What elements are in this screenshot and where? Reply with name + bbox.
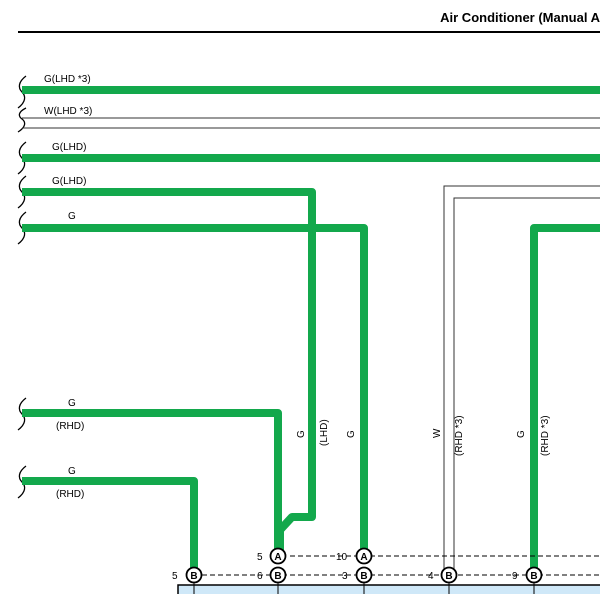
wire-g-rhd-upper — [22, 409, 282, 558]
vlabel-g-rhd-sub: (RHD *3) — [540, 415, 551, 456]
connector-b-circle-3 — [355, 566, 373, 584]
wire-break-marks — [17, 75, 27, 499]
pin-a-10: 10 — [336, 552, 348, 563]
component-body — [177, 583, 600, 594]
vlabel-g-rhd: G — [516, 430, 527, 438]
connector-b-id-1: B — [190, 571, 197, 582]
pin-a-5: 5 — [257, 552, 263, 563]
wire-w-rhd-inner — [453, 197, 600, 575]
pin-b-5: 5 — [172, 571, 178, 582]
label-w6: G — [68, 398, 76, 409]
label-w7-sub: (RHD) — [56, 489, 84, 500]
vlabel-w: W — [432, 428, 443, 438]
connector-a-id-2: A — [360, 552, 367, 563]
connector-b-id-5: B — [530, 571, 537, 582]
connector-a-row: 5 A 10 A — [257, 547, 373, 565]
label-w7: G — [68, 466, 76, 477]
thin-wires — [22, 117, 600, 575]
connector-b-id-4: B — [445, 571, 452, 582]
pin-b-6: 6 — [257, 571, 263, 582]
vlabel-g: G — [346, 430, 357, 438]
vlabel-g-lhd-sub: (LHD) — [319, 419, 330, 446]
pin-b-9: 9 — [512, 571, 518, 582]
connector-b-row: 5 B 6 B 3 B 4 B 9 B — [172, 566, 543, 584]
label-w1: G(LHD *3) — [44, 74, 91, 85]
connector-a-circle-1 — [269, 547, 287, 565]
wire-g-drop — [22, 224, 368, 558]
label-w3: G(LHD) — [52, 142, 86, 153]
vlabel-w-sub: (RHD *3) — [454, 415, 465, 456]
connector-b-id-3: B — [360, 571, 367, 582]
connector-b-circle-2 — [269, 566, 287, 584]
connector-a-id-1: A — [274, 552, 281, 563]
label-w2: W(LHD *3) — [44, 106, 92, 117]
connector-b-id-2: B — [274, 571, 281, 582]
green-wires — [22, 86, 600, 576]
wire-labels: G(LHD *3) W(LHD *3) G(LHD) G(LHD) G G (R… — [44, 74, 92, 500]
connector-b-circle-1 — [185, 566, 203, 584]
wire-g-rhd3 — [530, 224, 600, 576]
pin-b-4: 4 — [428, 571, 434, 582]
connector-a-circle-2 — [355, 547, 373, 565]
connector-b-circle-4 — [440, 566, 458, 584]
vertical-labels: G (LHD) G W (RHD *3) G (RHD *3) — [296, 415, 551, 456]
connector-b-circle-5 — [525, 566, 543, 584]
label-w6-sub: (RHD) — [56, 421, 84, 432]
page-title: Air Conditioner (Manual A — [440, 10, 600, 25]
pin-b-3: 3 — [342, 571, 348, 582]
label-w4: G(LHD) — [52, 176, 86, 187]
wire-g-lhd-drop — [22, 188, 316, 558]
label-w5: G — [68, 211, 76, 222]
wire-w-rhd-outer — [443, 185, 600, 575]
vlabel-g-lhd: G — [296, 430, 307, 438]
component-rect — [177, 584, 600, 594]
wire-g-rhd-lower — [22, 477, 198, 576]
